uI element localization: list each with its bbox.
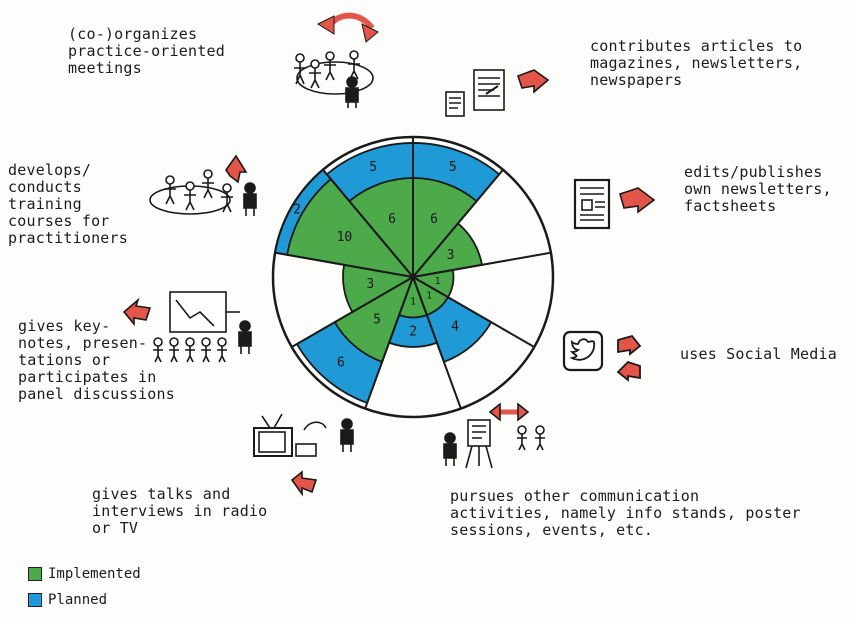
legend-implemented: Implemented: [28, 566, 141, 582]
legend-planned-swatch: [28, 593, 42, 607]
planned-value-label: 5: [449, 160, 457, 175]
implemented-wedge: [348, 177, 414, 280]
annotation-social: uses Social Media: [680, 345, 837, 363]
planned-value-label: 2: [409, 325, 417, 340]
presentation-icon: [122, 291, 252, 363]
annotation-training: develops/ conducts training courses for …: [8, 161, 128, 247]
implemented-value-label: 6: [388, 212, 396, 227]
implemented-value-label: 5: [373, 312, 381, 327]
planned-value-label: 6: [337, 355, 345, 370]
people-group-icon: [294, 12, 379, 108]
planned-value-label: 5: [369, 160, 377, 175]
sector-spoke: [412, 251, 552, 278]
poster-stand-icon: [443, 402, 545, 469]
sector-spoke: [274, 251, 414, 278]
sector-spoke: [412, 276, 462, 409]
implemented-value-label: 1: [435, 276, 441, 287]
implemented-wedge: [412, 177, 478, 280]
training-group-icon: [149, 154, 257, 216]
planned-value-label: 2: [293, 203, 301, 218]
twitter-bird-icon: [562, 330, 642, 382]
television-icon: [253, 413, 354, 497]
newsletter-icon: [573, 178, 656, 230]
legend-implemented-label: Implemented: [48, 566, 141, 582]
spoke-layer: [274, 137, 552, 409]
planned-value-label: 4: [451, 320, 459, 335]
sector-spoke: [291, 276, 414, 348]
implemented-value-label: 3: [366, 277, 374, 292]
annotation-newsletters: edits/publishes own newsletters, factshe…: [684, 163, 832, 215]
sector-spoke: [412, 169, 504, 278]
sector-spoke: [364, 276, 414, 409]
annotation-articles: contributes articles to magazines, newsl…: [590, 37, 803, 89]
legend-planned-label: Planned: [48, 592, 108, 608]
documents-icon: [445, 69, 550, 117]
implemented-value-label: 6: [430, 212, 438, 227]
annotation-radio: gives talks and interviews in radio or T…: [92, 485, 268, 537]
annotation-other: pursues other communication activities, …: [450, 487, 801, 539]
implemented-wedge: [286, 177, 416, 279]
annotation-keynotes: gives key- notes, presen- tations or par…: [18, 317, 175, 403]
implemented-value-label: 10: [337, 230, 353, 245]
implemented-value-label: 1: [426, 291, 432, 302]
legend-planned: Planned: [28, 592, 107, 608]
implemented-value-label: 1: [410, 297, 416, 308]
annotation-meetings: (co-)organizes practice-oriented meeting…: [68, 25, 225, 77]
sector-spoke: [322, 169, 414, 278]
implemented-value-label: 3: [447, 248, 455, 263]
legend-implemented-swatch: [28, 567, 42, 581]
sector-spoke: [412, 276, 535, 348]
